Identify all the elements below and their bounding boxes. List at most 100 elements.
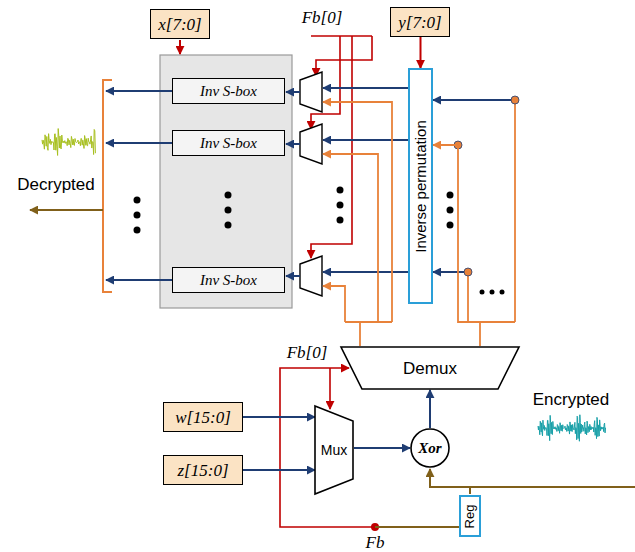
ellipsis-dots xyxy=(490,290,495,295)
small-mux xyxy=(300,256,322,296)
demux-to-perm-wires xyxy=(467,272,469,322)
ellipsis-dots xyxy=(225,192,232,199)
perm-input-wires xyxy=(433,271,468,273)
demux-to-mux-wires xyxy=(345,321,392,323)
node-text: Mux xyxy=(321,443,347,457)
ellipsis-dots xyxy=(134,227,141,234)
permutation-box: Inverse permutation xyxy=(408,68,433,304)
perm-to-mux-wires xyxy=(323,139,408,141)
input-box: w[15:0] xyxy=(163,402,243,432)
node-text: x[7:0] xyxy=(158,16,201,33)
node-text: Inv S-box xyxy=(200,136,257,151)
demux-to-mux-wires xyxy=(323,154,378,322)
encrypted-wires xyxy=(469,487,471,494)
node-text: Demux xyxy=(403,360,457,377)
encrypted-wires xyxy=(430,469,635,487)
signal-label: Decrypted xyxy=(17,176,94,193)
node-text: Xor xyxy=(418,441,441,456)
decrypted-arrow xyxy=(30,210,103,211)
signal-label: Fb xyxy=(366,534,385,551)
mux-shape-outline xyxy=(315,406,353,494)
sbox-box: Inv S-box xyxy=(172,130,285,156)
small-mux xyxy=(300,72,322,112)
signal-connector xyxy=(243,416,315,418)
ellipsis-dots xyxy=(134,197,141,204)
perm-input-wires xyxy=(433,99,515,101)
perm-input-wires xyxy=(433,100,515,272)
decrypted-arrow xyxy=(30,209,103,211)
demux-shape-outline xyxy=(341,347,519,389)
mux-to-sbox-wires xyxy=(106,91,300,280)
select-wires xyxy=(316,36,372,76)
sbox-panel xyxy=(160,55,292,308)
small-mux xyxy=(300,72,322,296)
waveform-trace xyxy=(42,129,95,156)
mux-to-sbox-wires xyxy=(106,279,172,281)
sbox-panel xyxy=(160,55,292,308)
signal-connector xyxy=(429,390,431,428)
perm-to-mux-wires xyxy=(323,87,408,89)
ellipsis-dots xyxy=(134,212,141,219)
demux-shape: Demux xyxy=(340,346,520,390)
junction-dot xyxy=(464,268,472,276)
junction-dot xyxy=(454,96,519,276)
ellipsis-dots xyxy=(447,207,454,214)
node-text: z[15:0] xyxy=(177,462,228,479)
ellipsis-dots xyxy=(337,187,344,194)
node-text: w[15:0] xyxy=(175,409,231,426)
signal-connector xyxy=(354,447,410,449)
ellipsis-dots xyxy=(225,222,232,229)
encrypted-wires xyxy=(375,469,635,527)
sbox-box: Inv S-box xyxy=(172,267,285,293)
ellipsis-dots xyxy=(447,192,454,199)
xor-gate: Xor xyxy=(410,428,450,468)
input-box: y[7:0] xyxy=(390,7,449,37)
node-text: Inv S-box xyxy=(200,273,257,288)
input-box: z[15:0] xyxy=(163,455,243,485)
signal-label: Fb[0] xyxy=(302,9,343,26)
mux-to-sbox-wires xyxy=(286,143,300,145)
decrypted-waveform xyxy=(42,129,95,156)
encrypted-waveform xyxy=(538,415,606,441)
output-bracket xyxy=(103,80,112,292)
perm-to-mux-wires xyxy=(323,271,408,273)
demux-to-mux-wires xyxy=(323,286,345,322)
mux-shape: Mux xyxy=(314,405,354,495)
register-box: Reg xyxy=(459,495,481,537)
signal-connector xyxy=(420,37,422,68)
xor-gate-outline xyxy=(411,429,449,467)
signal-connector xyxy=(243,469,315,471)
node-text: Inverse permutation xyxy=(413,120,428,253)
ellipsis-dots xyxy=(134,187,505,295)
select-wires xyxy=(329,368,331,409)
mux-to-sbox-wires xyxy=(286,91,300,93)
ellipsis-dots xyxy=(500,290,505,295)
x-input-arrow xyxy=(179,40,181,54)
mux-to-sbox-wires xyxy=(106,90,172,92)
signal-label: Fb[0] xyxy=(287,344,328,361)
node-text: y[7:0] xyxy=(398,14,441,31)
output-bracket xyxy=(103,80,112,292)
small-mux xyxy=(300,124,322,164)
demux-to-mux-wires xyxy=(323,102,392,346)
signal-label: Encrypted xyxy=(533,391,610,408)
ellipsis-dots xyxy=(447,222,454,229)
select-wires xyxy=(311,35,372,37)
select-wires xyxy=(280,36,375,527)
ellipsis-dots xyxy=(337,217,344,224)
input-box: x[7:0] xyxy=(150,9,210,39)
demux-to-mux-wires xyxy=(359,322,361,346)
waveform-trace xyxy=(538,415,606,441)
ellipsis-dots xyxy=(337,202,344,209)
demux-to-mux-wires xyxy=(323,102,392,322)
mux-to-sbox-wires xyxy=(106,142,172,144)
signal-connector xyxy=(433,145,480,346)
mux-to-sbox-wires xyxy=(286,275,300,277)
ellipsis-dots xyxy=(225,207,232,214)
encrypted-wires xyxy=(375,526,459,528)
demux-to-perm-wires xyxy=(514,100,516,322)
ellipsis-dots xyxy=(480,290,485,295)
x-input-arrow xyxy=(180,40,181,54)
perm-to-mux-wires xyxy=(323,88,408,272)
